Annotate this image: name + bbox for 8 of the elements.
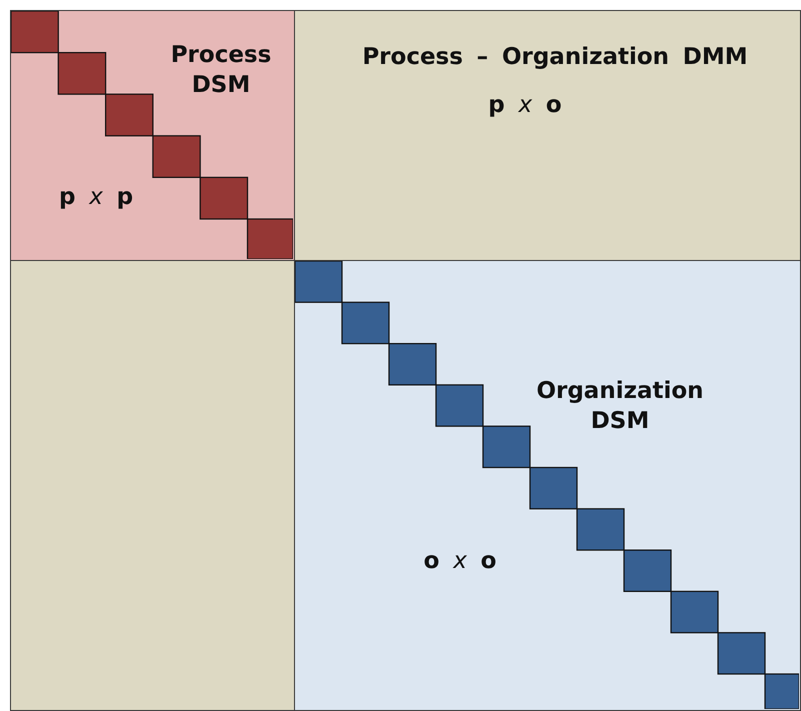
matrix-dimension: p x o xyxy=(487,91,563,120)
matrix-title: Process DSM xyxy=(170,41,272,100)
matrix-title: Organization DSM xyxy=(535,377,705,436)
dmm-matrix-block xyxy=(294,10,801,261)
dmm-matrix-block xyxy=(10,260,295,711)
matrix-dimension: p x p xyxy=(58,183,134,212)
matrix-dimension: o x o xyxy=(422,547,498,576)
matrix-title: Process – Organization DMM xyxy=(361,43,749,72)
